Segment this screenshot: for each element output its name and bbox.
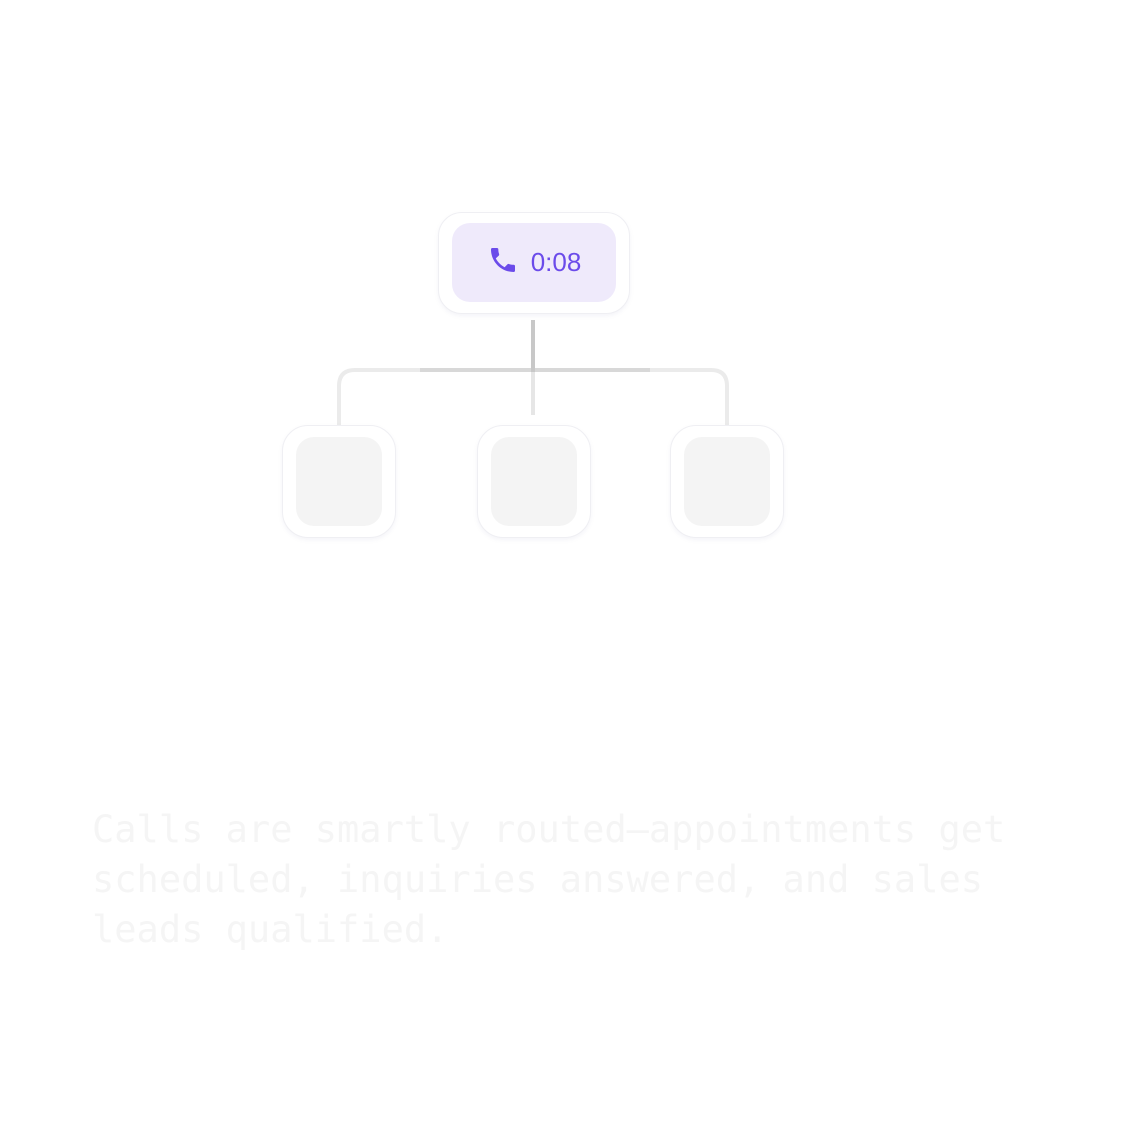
route-node-3 bbox=[670, 425, 784, 538]
route-node-placeholder bbox=[296, 437, 382, 526]
call-timer-badge: 0:08 bbox=[452, 223, 616, 302]
call-timer: 0:08 bbox=[530, 247, 582, 277]
route-node-placeholder bbox=[491, 437, 577, 526]
route-node-1 bbox=[282, 425, 396, 538]
call-node: 0:08 bbox=[438, 212, 630, 314]
route-node-2 bbox=[477, 425, 591, 538]
route-node-placeholder bbox=[684, 437, 770, 526]
connector-left bbox=[337, 368, 533, 425]
phone-icon bbox=[487, 244, 519, 281]
caption-text: Calls are smartly routed—appointments ge… bbox=[92, 808, 1006, 951]
connector-right bbox=[533, 368, 729, 425]
